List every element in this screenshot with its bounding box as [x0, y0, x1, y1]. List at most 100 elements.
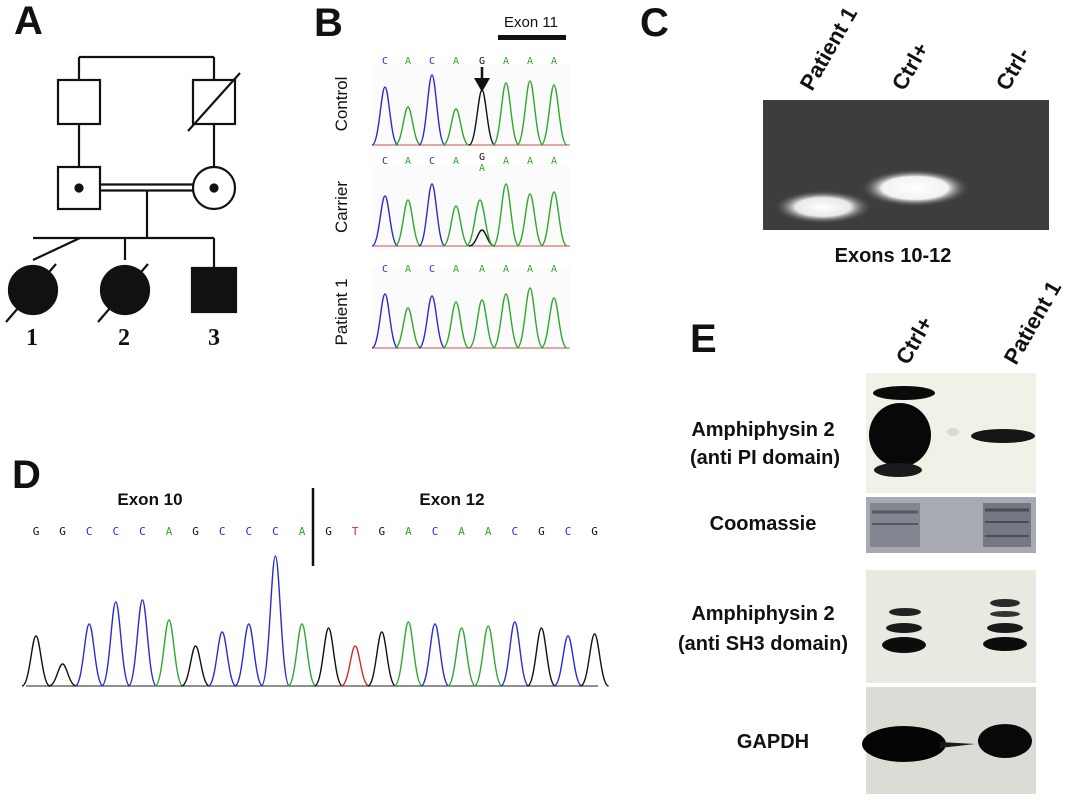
chromatogram-peak: [234, 623, 264, 687]
chromatogram-peak: [394, 307, 422, 349]
base-call: A: [527, 56, 533, 67]
chromatogram-peak: [418, 74, 446, 146]
junction-base-call: C: [219, 525, 226, 538]
base-call: G: [479, 56, 485, 67]
base-call: A: [503, 264, 509, 275]
blot-coomassie: [866, 497, 1036, 553]
row-label-patient-1: Patient 1: [332, 278, 351, 345]
exon-10-label: Exon 10: [117, 490, 182, 509]
chromatogram-peak: [393, 621, 424, 687]
junction-base-call: C: [511, 525, 518, 538]
blot-anti-pi: [866, 373, 1036, 493]
chromatogram-peak: [181, 645, 210, 687]
base-call: A: [405, 264, 411, 275]
blot-row-1-sublabel: (anti PI domain): [690, 447, 840, 469]
chromatogram-peak: [579, 633, 610, 687]
blot-row-3-label: Amphiphysin 2: [691, 603, 834, 625]
exon-11-label: Exon 11: [504, 14, 558, 31]
base-call: A: [527, 156, 533, 167]
father-carrier: [56, 165, 102, 211]
chromatogram-peak: [492, 183, 520, 247]
pedigree-number-1: 1: [26, 325, 38, 351]
gel-band-ctrl-plus: [860, 169, 970, 207]
chromatogram-peak: [540, 297, 568, 349]
chromatogram-peak: [207, 631, 237, 687]
panel-letter-b: B: [314, 1, 343, 45]
base-call: A: [503, 56, 509, 67]
blot-gapdh: [862, 687, 1036, 794]
affected-son-3: [190, 266, 238, 314]
blot-row-2-label: Coomassie: [710, 513, 817, 535]
row-label-control: Control: [332, 77, 351, 132]
gel-lane-ctrl-plus: Ctrl+: [887, 38, 934, 94]
blot-row-1-label: Amphiphysin 2: [691, 419, 834, 441]
base-call: A: [503, 156, 509, 167]
chromatogram-peak: [287, 623, 317, 687]
junction-base-call: G: [33, 525, 40, 538]
gel-caption: Exons 10-12: [835, 245, 952, 267]
blot-row-3-sublabel: (anti SH3 domain): [678, 633, 848, 655]
base-call: A: [479, 264, 485, 275]
panel-letter-d: D: [12, 453, 41, 497]
junction-base-call: A: [458, 525, 465, 538]
base-call: A: [405, 56, 411, 67]
junction-base-call: G: [538, 525, 545, 538]
chromatogram-peak: [418, 183, 446, 247]
junction-base-call: C: [432, 525, 439, 538]
base-call: A: [453, 264, 459, 275]
chromatogram-peak: [516, 80, 544, 146]
base-call: C: [429, 264, 435, 275]
pedigree-number-2: 2: [118, 325, 130, 351]
chromatogram-peak: [74, 623, 104, 687]
junction-base-call: G: [59, 525, 66, 538]
junction-base-call: G: [325, 525, 332, 538]
junction-base-call: A: [166, 525, 173, 538]
panel-letter-a: A: [14, 0, 43, 43]
junction-base-call: T: [352, 525, 359, 538]
base-call: A: [453, 56, 459, 67]
base-call: A: [527, 264, 533, 275]
chromatogram-peak: [371, 195, 399, 247]
pedigree: [5, 55, 241, 323]
junction-base-call: C: [112, 525, 119, 538]
junction-base-call: A: [405, 525, 412, 538]
junction-base-call: G: [378, 525, 385, 538]
chromatogram-peak: [540, 191, 568, 247]
chromatogram-peak: [442, 205, 470, 247]
chromatogram-peak: [101, 601, 131, 687]
row-label-carrier: Carrier: [332, 181, 351, 233]
chromatogram-peak: [48, 663, 77, 687]
base-call: C: [429, 156, 435, 167]
blot-lane-ctrl-plus: Ctrl+: [891, 312, 938, 368]
grandfather-square: [56, 78, 102, 126]
chromatogram-peak: [516, 287, 544, 349]
exon-12-label: Exon 12: [419, 490, 484, 509]
chromatogram-peak: [465, 199, 495, 247]
junction-base-call: G: [591, 525, 598, 538]
chromatogram-peak: [516, 193, 544, 247]
base-call: A: [479, 163, 485, 174]
chromatogram-peak: [313, 627, 344, 687]
base-call: G: [479, 152, 485, 163]
panel-letter-c: C: [640, 1, 669, 45]
chromatogram-trace-area: [372, 268, 570, 352]
chromatogram-peak: [154, 619, 184, 687]
panel-letter-e: E: [690, 317, 717, 361]
base-call: A: [551, 264, 557, 275]
chromatogram-peak: [442, 108, 470, 146]
chromatogram-peak: [540, 84, 568, 146]
exon-11-bar: [498, 35, 566, 40]
blot-row-4-label: GAPDH: [737, 731, 809, 753]
chromatogram-peak: [526, 627, 557, 687]
chromatogram-peak: [367, 631, 397, 687]
chromatogram-peak: [500, 621, 530, 687]
junction-base-call: C: [139, 525, 146, 538]
base-call: C: [382, 156, 388, 167]
gel-band-patient: [773, 190, 873, 224]
chromatogram-peak: [394, 106, 422, 146]
chromatogram-peak: [127, 599, 158, 687]
chromatogram-peak: [468, 299, 496, 349]
junction-base-call: A: [299, 525, 306, 538]
